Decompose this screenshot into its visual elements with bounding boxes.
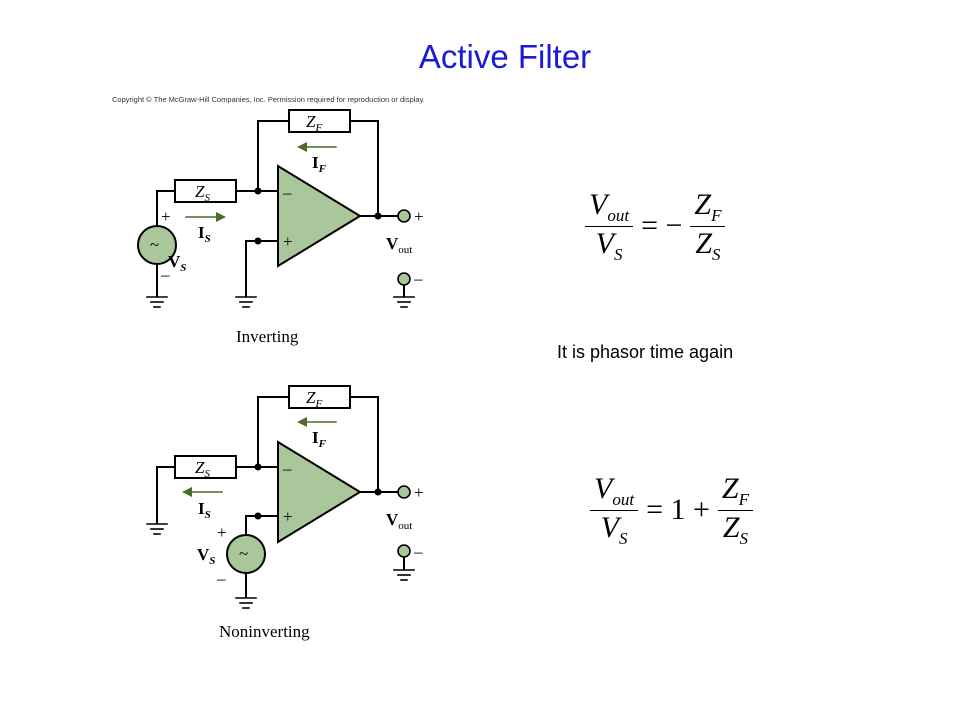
noninverting-zf-label: ZF: [306, 388, 322, 410]
noninverting-vs-label: VS: [197, 545, 215, 567]
inverting-source-minus: –: [160, 265, 170, 284]
noninverting-zs-label: ZS: [195, 458, 210, 480]
noninverting-source: [226, 534, 266, 574]
noninverting-source-tilde: ~: [239, 544, 248, 563]
inverting-source-tilde: ~: [150, 235, 159, 254]
noninverting-out-plus: +: [414, 483, 424, 502]
noninverting-gain-formula: Vout VS = 1 + ZF ZS: [590, 472, 753, 548]
noninverting-opamp-minus: –: [282, 459, 292, 478]
inverting-opamp-minus: –: [282, 183, 292, 202]
inverting-zf-label: ZF: [306, 112, 322, 134]
formula1-right-fraction: ZF ZS: [690, 188, 726, 264]
noninverting-opamp-plus: +: [283, 507, 293, 526]
inverting-vout-terminal-minus: [397, 272, 411, 286]
inverting-if-label: IF: [312, 153, 327, 175]
zf-resistor-2: [288, 385, 351, 409]
inverting-out-minus: –: [413, 269, 423, 288]
noninverting-out-minus: –: [413, 542, 423, 561]
noninverting-vout-terminal-plus: [397, 485, 411, 499]
inverting-arrows: [185, 142, 337, 222]
noninverting-arrows: [182, 417, 337, 497]
noninverting-vout-label: Vout: [386, 510, 412, 532]
inverting-grounds: [146, 296, 415, 308]
inverting-vout-terminal-plus: [397, 209, 411, 223]
copyright-notice: Copyright © The McGraw-Hill Companies, I…: [112, 95, 425, 104]
formula1-left-fraction: Vout VS: [585, 188, 634, 264]
inverting-opamp: [277, 164, 362, 268]
inverting-caption: Inverting: [236, 327, 299, 346]
inverting-gain-formula: Vout VS = − ZF ZS: [585, 188, 726, 264]
phasor-caption: It is phasor time again: [557, 342, 734, 362]
noninverting-grounds: [146, 523, 415, 609]
formula2-right-fraction: ZF ZS: [717, 472, 753, 548]
inverting-vs-label: VS: [168, 252, 186, 274]
formula2-operator: = 1 +: [646, 493, 710, 527]
formula1-operator: = −: [641, 209, 683, 243]
noninverting-circuit: [156, 385, 405, 598]
noninverting-is-label: IS: [198, 499, 211, 521]
noninverting-opamp: [277, 440, 362, 544]
noninverting-if-label: IF: [312, 428, 327, 450]
inverting-labels: ZF IF ZS IS VS Vout + – ~ – + + – Invert…: [150, 112, 424, 346]
noninverting-source-plus: +: [217, 523, 227, 542]
inverting-vout-label: Vout: [386, 234, 412, 256]
inverting-zs-label: ZS: [195, 182, 210, 204]
noninverting-labels: ZF IF ZS IS VS Vout + – ~ – + + – Noninv…: [195, 388, 424, 641]
noninverting-vout-terminal-minus: [397, 544, 411, 558]
formula2-left-fraction: Vout VS: [590, 472, 639, 548]
noninverting-source-minus: –: [216, 569, 226, 588]
inverting-source: [137, 225, 177, 265]
noninverting-caption: Noninverting: [219, 622, 310, 641]
zf-resistor: [288, 109, 351, 133]
inverting-out-plus: +: [414, 207, 424, 226]
inverting-opamp-plus: +: [283, 232, 293, 251]
inverting-source-plus: +: [161, 207, 171, 226]
inverting-is-label: IS: [198, 223, 211, 245]
page-title: Active Filter: [418, 38, 592, 75]
